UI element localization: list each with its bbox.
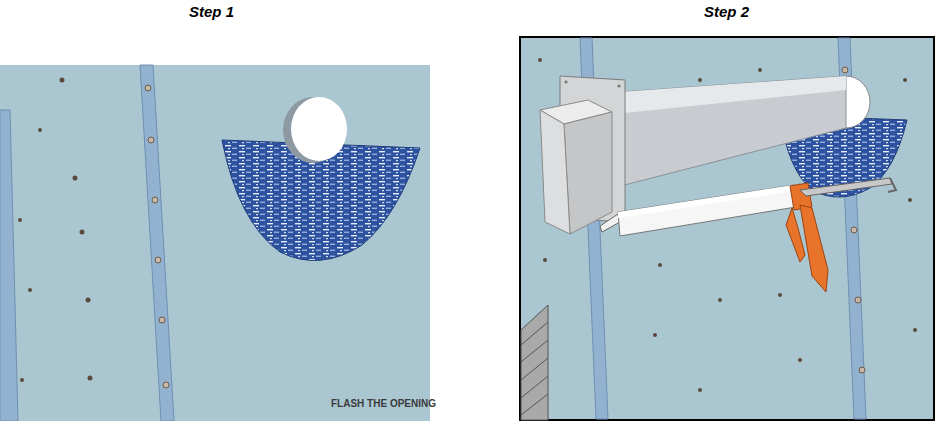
vent-pipe [605,76,846,190]
caulk-gun [600,178,896,292]
wall-opening [291,97,347,161]
step-heading: Step 2 [704,3,749,20]
step2-panel [520,37,934,420]
fastener-dots [538,58,917,392]
wall-sheathing [0,65,430,421]
step1-panel [0,65,430,421]
fastener-dots [18,78,93,383]
furring-strip [140,65,174,421]
screws [145,85,169,388]
brick-wall [521,305,548,420]
furring-strip [0,110,18,421]
vent-pipe-highlight [605,76,846,115]
step-caption: FLASH THE OPENING [331,398,436,409]
vent-hood [540,100,612,234]
step-heading: Step 1 [189,3,234,20]
wall-sheathing [520,37,934,420]
